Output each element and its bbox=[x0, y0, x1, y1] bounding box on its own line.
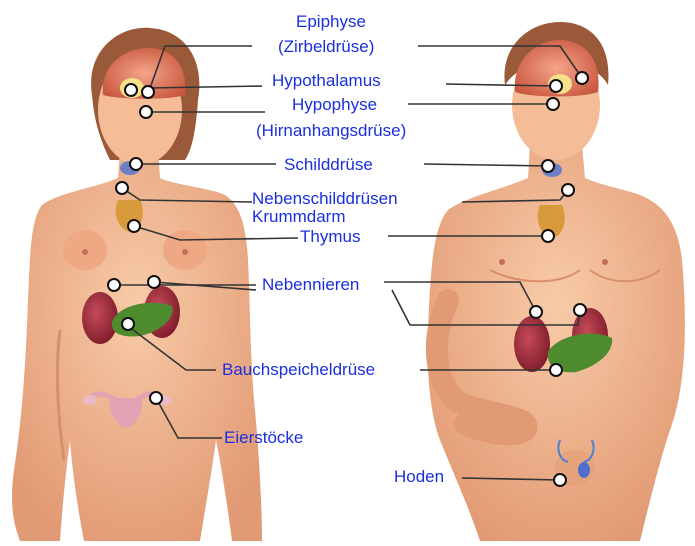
marker-male-bauch bbox=[550, 364, 562, 376]
male-nipple-left bbox=[499, 259, 505, 265]
marker-male-schilddruese bbox=[542, 160, 554, 172]
marker-female-bauch bbox=[122, 318, 134, 330]
marker-female-eierstock bbox=[150, 392, 162, 404]
label-hypothalamus: Hypothalamus bbox=[272, 72, 381, 90]
marker-female-nebenschild bbox=[116, 182, 128, 194]
marker-male-hypothalamus bbox=[550, 80, 562, 92]
marker-female-hypophyse bbox=[140, 106, 152, 118]
marker-female-nebenniere-right bbox=[148, 276, 160, 288]
marker-male-hypophyse bbox=[547, 98, 559, 110]
marker-male-thymus bbox=[542, 230, 554, 242]
marker-female-nebenniere-left bbox=[108, 279, 120, 291]
label-hirnanhangsdruese: (Hirnanhangsdrüse) bbox=[256, 122, 406, 140]
marker-female-hypothalamus bbox=[125, 84, 137, 96]
female-ovary-left bbox=[83, 395, 97, 405]
label-nebennieren: Nebennieren bbox=[262, 276, 359, 294]
female-nipple-left bbox=[82, 249, 88, 255]
female-kidney-left bbox=[82, 292, 118, 344]
male-testis-detail bbox=[578, 462, 590, 478]
marker-male-nebenniere-left bbox=[530, 306, 542, 318]
label-epiphyse: Epiphyse bbox=[296, 13, 366, 31]
label-thymus: Thymus bbox=[300, 228, 360, 246]
marker-male-hoden bbox=[554, 474, 566, 486]
label-krummdarm: Krummdarm bbox=[252, 208, 346, 226]
marker-female-thymus bbox=[128, 220, 140, 232]
label-bauchspeicheldruese: Bauchspeicheldrüse bbox=[222, 361, 375, 379]
male-nipple-right bbox=[602, 259, 608, 265]
marker-male-nebenschild bbox=[562, 184, 574, 196]
marker-female-epiphyse bbox=[142, 86, 154, 98]
label-hoden: Hoden bbox=[394, 468, 444, 486]
marker-male-nebenniere-right bbox=[574, 304, 586, 316]
label-hypophyse: Hypophyse bbox=[292, 96, 377, 114]
marker-female-schilddruese bbox=[130, 158, 142, 170]
marker-male-epiphyse bbox=[576, 72, 588, 84]
label-nebenschilddruesen: Nebenschilddrüsen bbox=[252, 190, 398, 208]
female-nipple-right bbox=[182, 249, 188, 255]
label-schilddruese: Schilddrüse bbox=[284, 156, 373, 174]
label-zirbeldruese: (Zirbeldrüse) bbox=[278, 38, 374, 56]
label-eierstoecke: Eierstöcke bbox=[224, 429, 303, 447]
